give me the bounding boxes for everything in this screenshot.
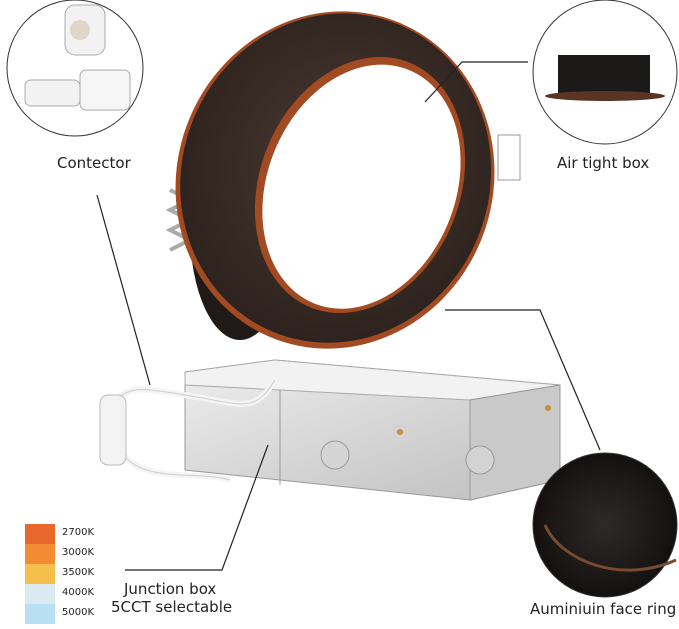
mounting-clip: [497, 134, 521, 181]
legend-label: 5000K: [62, 607, 95, 618]
cct-selectable-label: 5CCT selectable: [111, 598, 233, 616]
connector-label: Contector: [57, 154, 131, 172]
connector-detail: [6, 0, 144, 137]
swatch-5000k: [25, 604, 55, 624]
cable-connector: [99, 394, 127, 466]
junction-box-label: Junction box: [124, 580, 217, 598]
legend-label: 3500K: [62, 567, 95, 578]
legend-item-3500k: 3500K: [25, 564, 145, 584]
swatch-4000k: [25, 584, 55, 604]
legend-item-5000k: 5000K: [25, 604, 145, 624]
legend-label: 4000K: [62, 587, 95, 598]
swatch-3500k: [25, 564, 55, 584]
legend-item-4000k: 4000K: [25, 584, 145, 604]
legend-label: 2700K: [62, 527, 95, 538]
legend-item-2700k: 2700K: [25, 524, 145, 544]
air-tight-box-label: Air tight box: [557, 154, 650, 172]
legend-item-3000k: 3000K: [25, 544, 145, 564]
air-tight-box-detail: [532, 0, 678, 145]
downlight-trim: [165, 11, 521, 349]
swatch-3000k: [25, 544, 55, 564]
callout-lines: [96, 61, 601, 571]
face-ring-detail: [532, 452, 678, 598]
swatch-2700k: [25, 524, 55, 544]
legend-label: 3000K: [62, 547, 95, 558]
junction-box: [184, 359, 561, 501]
face-ring-label: Auminiuin face ring: [530, 600, 677, 618]
